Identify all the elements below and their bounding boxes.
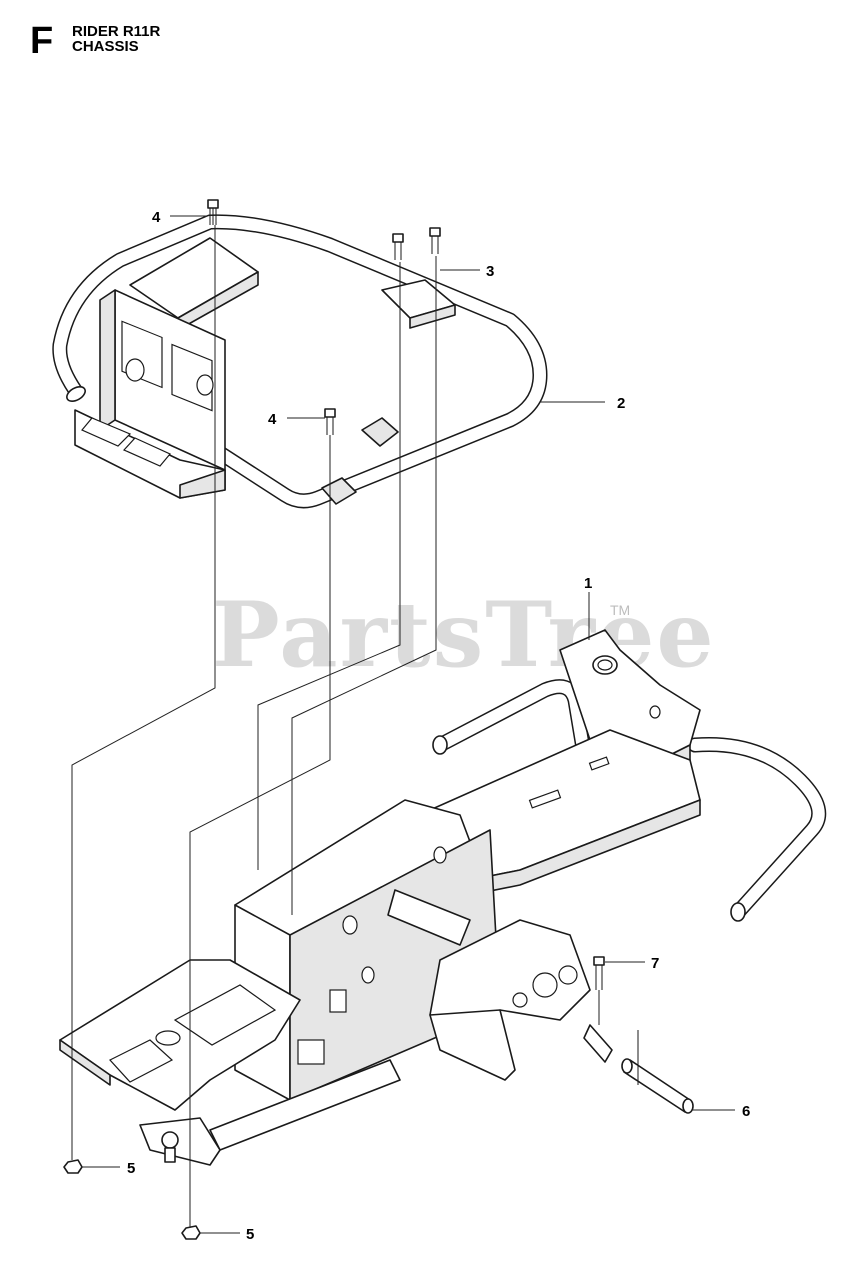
callout-leaders	[82, 215, 735, 1234]
nut-left[interactable]	[63, 1159, 83, 1174]
section-letter: F	[30, 20, 54, 62]
assembly-guide-lines	[71, 225, 600, 1228]
bolt-mid[interactable]	[324, 408, 336, 435]
callout-5-bottom: 5	[246, 1226, 254, 1243]
callout-3: 3	[486, 263, 494, 280]
nut-bottom[interactable]	[181, 1225, 201, 1240]
callout-5-left: 5	[127, 1160, 135, 1177]
part-seat-frame[interactable]	[52, 214, 548, 509]
assembly-name: CHASSIS	[72, 38, 139, 55]
bolt-part-7[interactable]	[593, 956, 605, 990]
bolt-top-left[interactable]	[207, 199, 219, 225]
part-chassis-frame[interactable]	[59, 629, 827, 1166]
watermark-trademark: TM	[610, 602, 631, 618]
header-title: RIDER R11R CHASSIS	[72, 24, 160, 54]
callout-4-top: 4	[152, 209, 161, 226]
part-axle-pin[interactable]	[583, 1024, 694, 1114]
callout-7: 7	[651, 955, 659, 972]
callout-4-mid: 4	[268, 411, 277, 428]
callout-6: 6	[742, 1103, 750, 1120]
callout-1: 1	[584, 575, 592, 592]
model-name: RIDER R11R	[72, 23, 161, 40]
bolt-rear-left[interactable]	[392, 233, 404, 260]
bolt-rear-right[interactable]	[429, 227, 441, 254]
callout-2: 2	[617, 395, 625, 412]
